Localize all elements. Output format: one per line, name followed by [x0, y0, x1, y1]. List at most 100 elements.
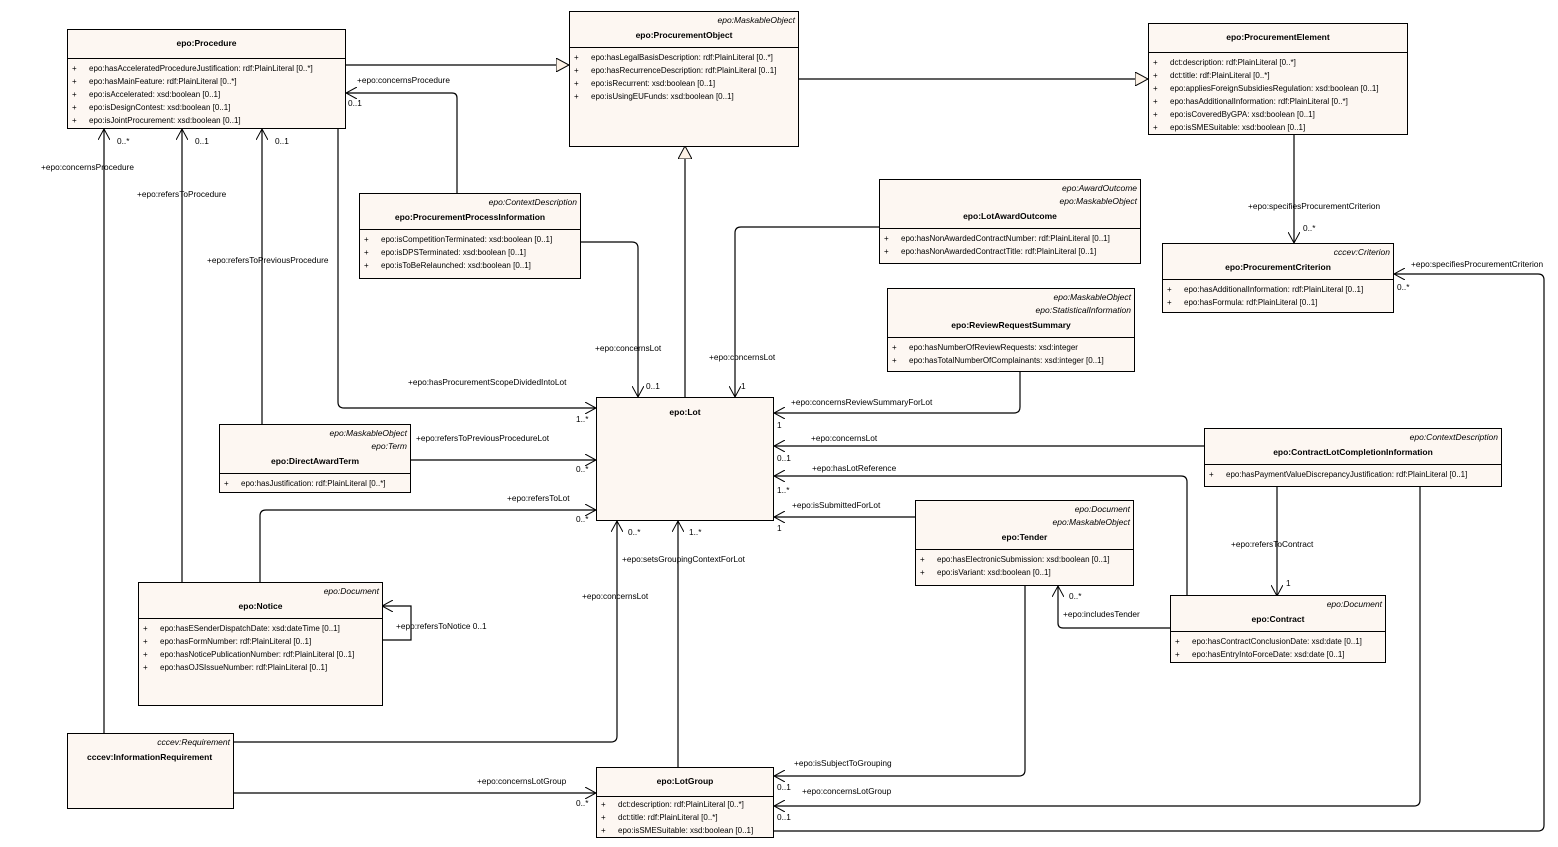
attribute-row: +epo:hasOJSIssueNumber: rdf:PlainLiteral… — [143, 661, 380, 674]
visibility-public-icon: + — [601, 800, 606, 809]
edge-notice-refers-to-lot — [259, 510, 596, 583]
visibility-public-icon: + — [364, 261, 369, 270]
attribute-row: + epo:hasLegalBasisDescription: rdf:Plain… — [574, 51, 796, 64]
attribute-row: +epo:isCoveredByGPA: xsd:boolean [0..1] — [1153, 108, 1405, 121]
class-review-request-summary[interactable]: epo:MaskableObject epo:StatisticalInform… — [887, 288, 1135, 372]
class-contract[interactable]: epo:Document epo:Contract +epo:hasContra… — [1170, 595, 1386, 663]
class-procurement-object[interactable]: epo:MaskableObject epo:ProcurementObject… — [569, 11, 799, 147]
class-tender[interactable]: epo:Document epo:MaskableObject epo:Tend… — [915, 500, 1134, 586]
class-procurement-process-information[interactable]: epo:ContextDescription epo:ProcurementPr… — [359, 193, 581, 279]
class-procedure[interactable]: epo:Procedure +epo:hasAcceleratedProcedu… — [67, 29, 346, 129]
attribute-row: +epo:isCompetitionTerminated: xsd:boolea… — [364, 233, 578, 246]
stereotype: epo:StatisticalInformation — [1035, 305, 1131, 315]
label-has-procurement-scope-divided-into-lot: +epo:hasProcurementScopeDividedIntoLot — [408, 377, 567, 387]
multiplicity: 0..* — [628, 527, 641, 537]
class-lot[interactable]: epo:Lot — [596, 397, 774, 521]
attribute-text: epo:isCompetitionTerminated: xsd:boolean… — [381, 235, 553, 244]
multiplicity: 0..* — [1397, 282, 1410, 292]
attribute-text: epo:hasLegalBasisDescription: rdf:PlainL… — [591, 53, 773, 62]
attribute-text: epo:isRecurrent: xsd:boolean [0..1] — [591, 79, 716, 88]
edge-contract-includes-tender — [1058, 586, 1171, 629]
class-name: epo:Notice — [238, 601, 283, 611]
edge-tender-subject-to-grouping — [774, 586, 1026, 776]
multiplicity: 1..* — [689, 527, 702, 537]
attribute-text: epo:hasESenderDispatchDate: xsd:dateTime… — [160, 624, 340, 633]
stereotype: cccev:Criterion — [1333, 247, 1390, 257]
class-name: epo:Tender — [1001, 532, 1048, 542]
stereotype: epo:Document — [1326, 599, 1382, 609]
class-procurement-element[interactable]: epo:ProcurementElement +dct:description:… — [1148, 23, 1408, 135]
label-concerns-lot: +epo:concernsLot — [709, 352, 776, 362]
label-concerns-lot: +epo:concernsLot — [595, 343, 662, 353]
label-concerns-lot: +epo:concernsLot — [582, 591, 649, 601]
class-name: epo:ContractLotCompletionInformation — [1273, 447, 1433, 457]
class-name: epo:ProcurementProcessInformation — [394, 212, 546, 222]
class-lot-group[interactable]: epo:LotGroup +dct:description: rdf:Plain… — [596, 767, 774, 838]
attribute-text: epo:hasFormula: rdf:PlainLiteral [0..1] — [1184, 298, 1318, 307]
stereotype: epo:MaskableObject — [329, 428, 408, 438]
attribute-row: +epo:appliesForeignSubsidiesRegulation: … — [1153, 82, 1405, 95]
attribute-text: dct:title: rdf:PlainLiteral [0..*] — [618, 813, 718, 822]
visibility-public-icon: + — [920, 555, 925, 564]
class-procurement-criterion[interactable]: cccev:Criterion epo:ProcurementCriterion… — [1162, 243, 1394, 313]
multiplicity: 0..1 — [275, 136, 289, 146]
class-contract-lot-completion-information[interactable]: epo:ContextDescription epo:ContractLotCo… — [1204, 428, 1502, 487]
visibility-public-icon: + — [574, 53, 579, 62]
attribute-text: epo:hasAdditionalInformation: rdf:PlainL… — [1184, 285, 1364, 294]
visibility-public-icon: + — [601, 826, 606, 835]
attribute-row: +epo:hasAdditionalInformation: rdf:Plain… — [1167, 283, 1391, 296]
attribute-row: +epo:isJointProcurement: xsd:boolean [0.… — [72, 114, 343, 127]
edge-notice-refers-to-notice — [382, 606, 412, 641]
visibility-public-icon: + — [72, 103, 77, 112]
edge-ir-concerns-lot — [233, 521, 617, 743]
class-name: epo:ProcurementCriterion — [1225, 262, 1331, 272]
multiplicity: 1..* — [777, 485, 790, 495]
attribute-text: epo:isJointProcurement: xsd:boolean [0..… — [89, 116, 241, 125]
visibility-public-icon: + — [72, 90, 77, 99]
stereotype: epo:MaskableObject — [717, 15, 796, 25]
visibility-public-icon: + — [1175, 637, 1180, 646]
label-specifies-procurement-criterion: +epo:specifiesProcurementCriterion — [1248, 201, 1381, 211]
attribute-text: epo:hasMainFeature: rdf:PlainLiteral [0.… — [89, 77, 237, 86]
visibility-public-icon: + — [224, 479, 229, 488]
attribute-row: +dct:title: rdf:PlainLiteral [0..*] — [1153, 69, 1405, 82]
visibility-public-icon: + — [1153, 71, 1158, 80]
class-notice[interactable]: epo:Document epo:Notice +epo:hasESenderD… — [138, 582, 383, 706]
multiplicity: 0..* — [117, 136, 130, 146]
visibility-public-icon: + — [574, 66, 579, 75]
label-includes-tender: +epo:includesTender — [1063, 609, 1140, 619]
multiplicity: 0..1 — [777, 812, 791, 822]
attribute-row: +epo:hasESenderDispatchDate: xsd:dateTim… — [143, 622, 380, 635]
visibility-public-icon: + — [143, 650, 148, 659]
attribute-row: +epo:isToBeRelaunched: xsd:boolean [0..1… — [364, 259, 578, 272]
visibility-public-icon: + — [1153, 58, 1158, 67]
class-information-requirement[interactable]: cccev:Requirement cccev:InformationRequi… — [67, 733, 234, 809]
label-concerns-lot-group: +epo:concernsLotGroup — [477, 776, 567, 786]
stereotype: epo:Document — [323, 586, 379, 596]
visibility-public-icon: + — [72, 77, 77, 86]
stereotype: cccev:Requirement — [157, 737, 230, 747]
class-name: cccev:InformationRequirement — [87, 752, 213, 762]
attribute-row: + epo:hasFormula: rdf:PlainLiteral [0..1] — [1167, 296, 1391, 309]
label-concerns-review-summary-for-lot: +epo:concernsReviewSummaryForLot — [791, 397, 933, 407]
attribute-row: +epo:hasNonAwardedContractNumber: rdf:Pl… — [884, 232, 1138, 245]
label-has-lot-reference: +epo:hasLotReference — [812, 463, 897, 473]
attribute-row: +epo:hasPaymentValueDiscrepancyJustifica… — [1209, 468, 1499, 481]
class-direct-award-term[interactable]: epo:MaskableObject epo:Term epo:DirectAw… — [219, 424, 411, 493]
class-lot-award-outcome[interactable]: epo:AwardOutcome epo:MaskableObject epo:… — [879, 179, 1141, 264]
attribute-text: epo:hasRecurrenceDescription: rdf:PlainL… — [591, 66, 777, 75]
edge-ppi-concerns-lot — [580, 241, 638, 397]
attribute-row: +epo:hasNumberOfReviewRequests: xsd:inte… — [892, 341, 1132, 354]
label-refers-to-previous-procedure-lot: +epo:refersToPreviousProcedureLot — [416, 433, 550, 443]
stereotype: epo:ContextDescription — [1409, 432, 1498, 442]
attribute-text: epo:hasTotalNumberOfComplainants: xsd:in… — [909, 356, 1104, 365]
visibility-public-icon: + — [1167, 298, 1172, 307]
visibility-public-icon: + — [1153, 123, 1158, 132]
attribute-row: +epo:isSMESuitable: xsd:boolean [0..1] — [1153, 121, 1405, 134]
stereotype: epo:MaskableObject — [1052, 517, 1131, 527]
attribute-row: +epo:hasJustification: rdf:PlainLiteral … — [224, 477, 408, 490]
attribute-text: epo:isUsingEUFunds: xsd:boolean [0..1] — [591, 92, 734, 101]
multiplicity: 0..1 — [777, 453, 791, 463]
multiplicity: 1 — [1286, 578, 1291, 588]
visibility-public-icon: + — [143, 663, 148, 672]
